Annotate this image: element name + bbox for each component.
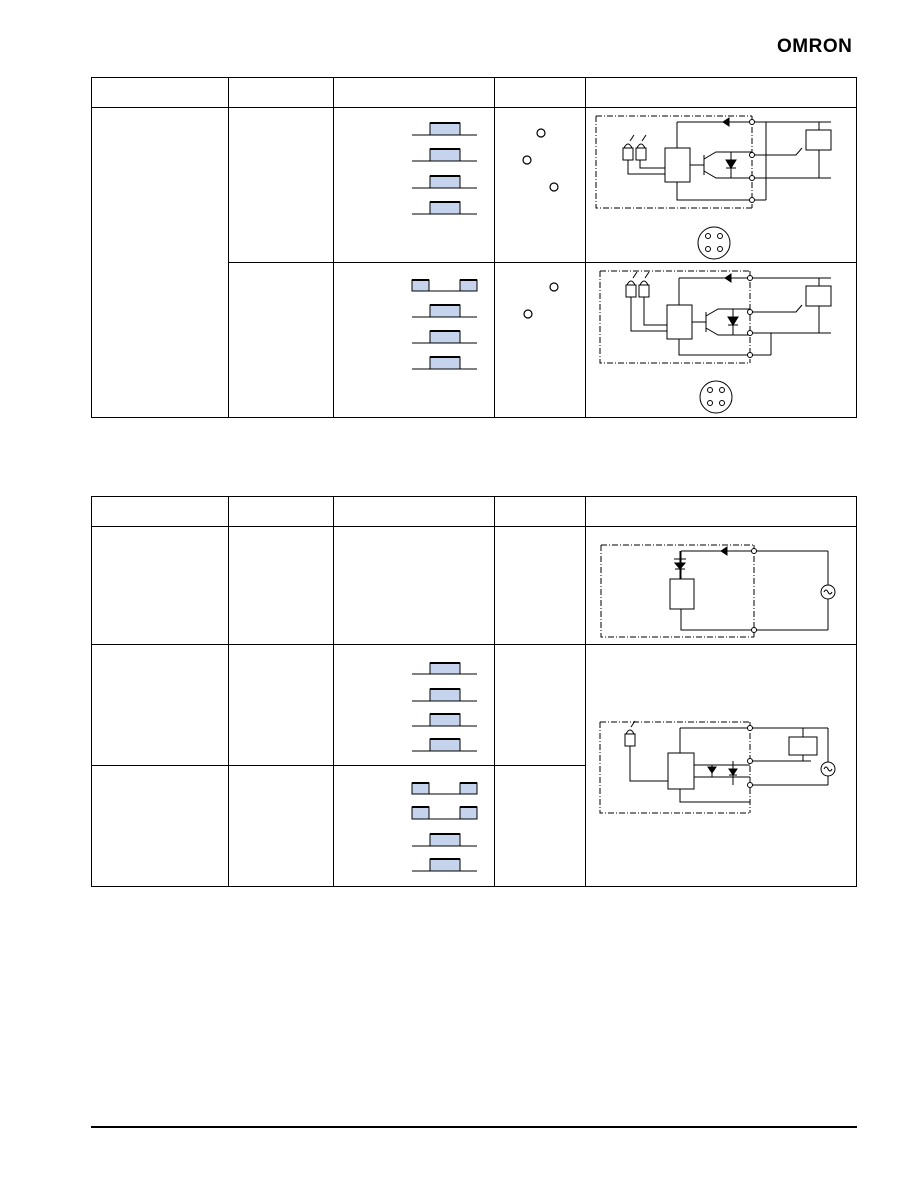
output-circuit-table-ac [91, 496, 858, 887]
led-indicator-icon [521, 128, 559, 192]
model-cell [91, 107, 229, 418]
circuit-diagram-icon [599, 720, 836, 814]
indicator-cell [493, 765, 586, 887]
circuit-cell [584, 262, 858, 418]
timing-chart-cell [332, 107, 495, 263]
indicator-cell [493, 107, 586, 263]
output-circuit-table-dc [91, 77, 858, 418]
footer-rule [91, 1126, 857, 1128]
circuit-diagram-icon [599, 270, 832, 414]
timing-chart-cell [332, 644, 495, 766]
model-cell [91, 765, 229, 887]
circuit-diagram-icon [595, 115, 832, 260]
header-cell [584, 77, 858, 108]
circuit-cell [584, 644, 858, 887]
header-cell [227, 496, 334, 527]
header-cell [91, 496, 229, 527]
timing-chart-icon [411, 279, 478, 370]
table-header-row [91, 496, 858, 527]
led-indicator-icon [522, 282, 559, 319]
header-cell [584, 496, 858, 527]
timing-chart-cell [332, 765, 495, 887]
table-row [91, 765, 857, 887]
mode-cell [227, 107, 334, 263]
mode-cell [227, 526, 334, 645]
table-header-row [91, 77, 858, 108]
table-row [92, 262, 858, 418]
header-cell [227, 77, 334, 108]
header-cell [332, 77, 495, 108]
table-row [91, 107, 858, 418]
header-cell [91, 77, 229, 108]
timing-chart-cell [332, 526, 495, 645]
indicator-cell [493, 644, 586, 766]
table-row [91, 526, 858, 645]
circuit-diagram-icon [600, 544, 836, 638]
mode-cell [227, 644, 334, 766]
circuit-cell [584, 526, 858, 645]
timing-chart-icon [411, 122, 477, 215]
header-cell [332, 496, 495, 527]
mode-cell [227, 765, 334, 887]
mode-cell [227, 262, 334, 418]
header-cell [493, 77, 586, 108]
model-cell [91, 526, 229, 645]
header-cell [493, 496, 586, 527]
table-row [91, 644, 858, 887]
timing-chart-cell [332, 262, 495, 418]
connector-pin-icon [699, 380, 733, 414]
circuit-cell [584, 107, 858, 263]
model-cell [91, 644, 229, 766]
indicator-cell [493, 526, 586, 645]
indicator-cell [493, 262, 586, 418]
timing-chart-icon [411, 782, 478, 872]
timing-chart-icon [411, 662, 477, 752]
omron-logo: OMRON [777, 36, 853, 57]
connector-pin-icon [697, 226, 731, 260]
